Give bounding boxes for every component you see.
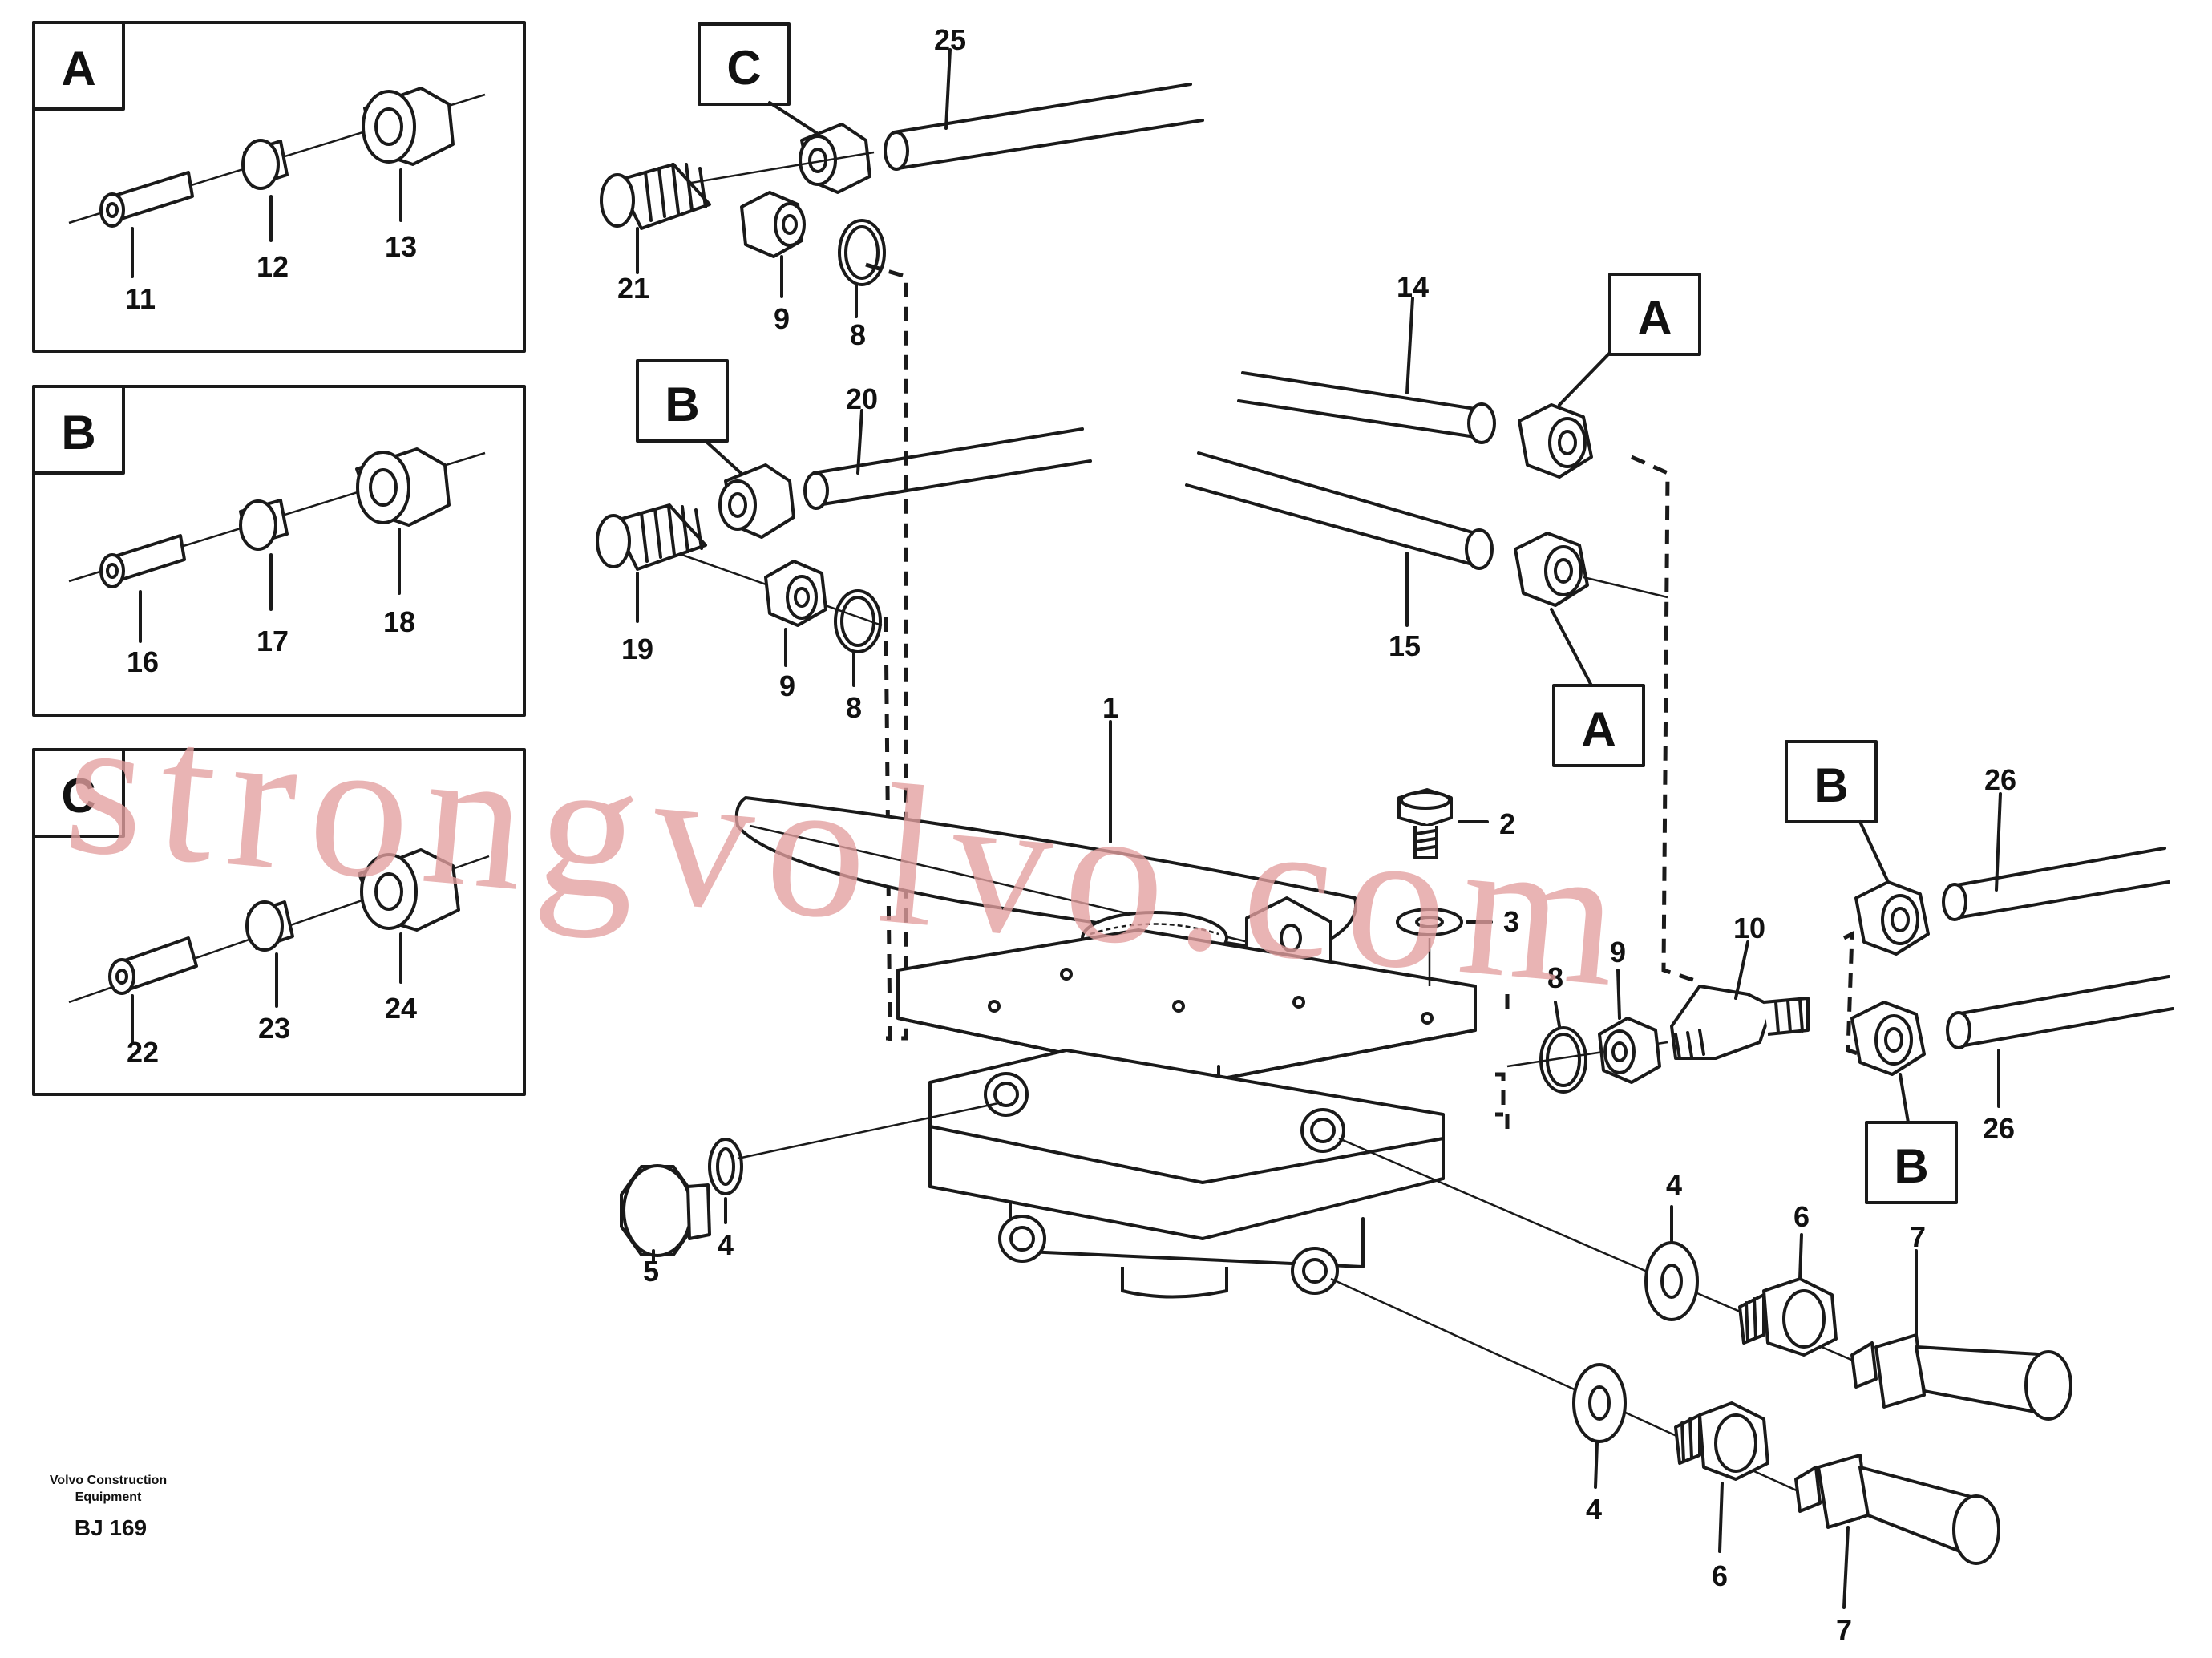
label-14: 14 bbox=[1397, 270, 1429, 303]
panel-b-label-3: 18 bbox=[383, 605, 415, 638]
right-upper-tubes: 14 A 15 A bbox=[1185, 270, 1701, 767]
panel-a-label-3: 13 bbox=[385, 230, 417, 263]
callout-b-right-upper: B bbox=[1814, 758, 1848, 812]
maker-line-2: Equipment bbox=[75, 1490, 142, 1504]
label-6b: 6 bbox=[1712, 1559, 1728, 1592]
drawing-code: BJ 169 bbox=[75, 1515, 147, 1540]
callout-a-lower: A bbox=[1581, 702, 1616, 756]
label-1: 1 bbox=[1102, 691, 1118, 724]
panel-c-label-3: 24 bbox=[385, 992, 417, 1025]
second-fitting-row: B 20 19 9 8 bbox=[596, 359, 1092, 724]
upper-outlet-fittings: 4 6 7 bbox=[1338, 1137, 2072, 1421]
panel-b-label-1: 16 bbox=[127, 645, 159, 678]
panel-c-label-1: 22 bbox=[127, 1036, 159, 1069]
bolt-and-washer: 2 3 bbox=[1396, 788, 1519, 986]
label-4c: 4 bbox=[1586, 1493, 1602, 1526]
label-7a: 7 bbox=[1910, 1220, 1926, 1253]
detail-panel-c: C 22 23 24 bbox=[32, 748, 526, 1096]
drawing-footer: Volvo Construction Equipment BJ 169 bbox=[50, 1474, 167, 1540]
watermark: strongvolvo.com bbox=[58, 672, 1640, 1030]
label-9b: 9 bbox=[779, 669, 795, 702]
label-8b: 8 bbox=[846, 691, 862, 724]
detail-panel-b: B 16 17 18 bbox=[32, 385, 526, 717]
label-3: 3 bbox=[1503, 905, 1519, 938]
callout-a-upper: A bbox=[1637, 291, 1672, 345]
label-9c: 9 bbox=[1610, 936, 1626, 969]
brake-valve-assembly: 1 bbox=[734, 691, 1477, 1299]
panel-c-letter: C bbox=[61, 769, 95, 823]
label-26b: 26 bbox=[1983, 1112, 2015, 1145]
panel-a-letter: A bbox=[61, 42, 95, 95]
callout-b-left: B bbox=[665, 378, 699, 431]
label-4b: 4 bbox=[1666, 1168, 1682, 1201]
label-4a: 4 bbox=[718, 1228, 734, 1261]
label-19: 19 bbox=[621, 633, 653, 665]
label-2: 2 bbox=[1499, 807, 1515, 840]
label-5: 5 bbox=[643, 1255, 659, 1288]
callout-c-top: C bbox=[726, 41, 761, 95]
plug-and-washer: 5 4 bbox=[620, 1101, 1003, 1288]
label-26a: 26 bbox=[1984, 763, 2016, 796]
label-8a: 8 bbox=[850, 318, 866, 351]
label-10: 10 bbox=[1733, 912, 1765, 944]
top-fitting-row: C 25 21 9 8 bbox=[600, 22, 1204, 351]
label-6a: 6 bbox=[1793, 1200, 1810, 1233]
lower-outlet-fittings: 4 6 7 bbox=[1330, 1277, 2000, 1646]
dashed-connection-lines bbox=[865, 262, 1861, 1117]
panel-b-letter: B bbox=[61, 406, 95, 459]
label-20: 20 bbox=[846, 382, 878, 415]
panel-a-label-1: 11 bbox=[125, 282, 156, 315]
label-8c: 8 bbox=[1547, 961, 1563, 994]
right-fitting-chain: 8 9 10 26 B 26 B bbox=[1505, 740, 2174, 1204]
label-21: 21 bbox=[617, 272, 649, 305]
label-9a: 9 bbox=[774, 302, 790, 335]
detail-panel-a: A 11 12 13 bbox=[32, 21, 526, 353]
label-25: 25 bbox=[934, 23, 966, 56]
label-7b: 7 bbox=[1836, 1613, 1852, 1646]
maker-line-1: Volvo Construction bbox=[50, 1474, 167, 1487]
panel-c-label-2: 23 bbox=[258, 1012, 290, 1045]
panel-a-label-2: 12 bbox=[257, 250, 289, 283]
callout-b-right-lower: B bbox=[1894, 1139, 1928, 1193]
label-15: 15 bbox=[1389, 629, 1421, 662]
panel-b-label-2: 17 bbox=[257, 625, 289, 657]
